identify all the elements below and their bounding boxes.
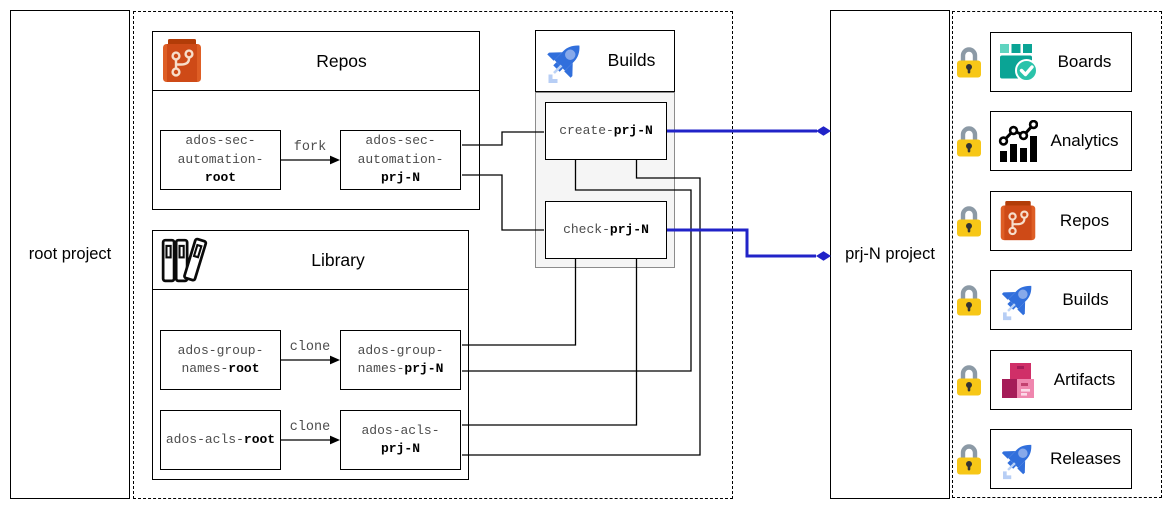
repos-section-header: Repos: [153, 32, 479, 91]
node-text: names-: [181, 361, 229, 376]
node-text-line1: create-prj-N: [559, 122, 653, 141]
library-title: Library: [311, 249, 365, 270]
node-text-bold: root: [204, 170, 237, 186]
root-project-box: root project: [10, 10, 130, 499]
clone-edge-label: clone: [289, 340, 331, 355]
lock-icon: [955, 443, 983, 481]
service-row-artifacts: Artifacts: [990, 350, 1132, 410]
node-text: ados-group-: [177, 342, 264, 358]
service-label: Analytics: [1050, 131, 1119, 150]
fork-edge-label: fork: [293, 140, 327, 155]
node-ados-acls-root: ados-acls-root: [160, 410, 281, 470]
node-create-prj-n: create-prj-N: [545, 102, 667, 160]
node-text-bold: prj-N: [609, 221, 649, 237]
node-text-line1: ados-acls-root: [166, 431, 275, 450]
artifacts-icon: [998, 360, 1038, 400]
services-dashed-container: [952, 11, 1162, 498]
analytics-icon: [998, 120, 1038, 162]
builds-rocket-icon: [543, 38, 589, 84]
node-text-bold: root: [243, 431, 276, 447]
builds-header-inner: Builds: [536, 31, 674, 90]
builds-section-header: Builds: [535, 30, 675, 92]
boards-icon: [998, 42, 1038, 82]
service-label: Builds: [1062, 290, 1109, 309]
node-check-prj-n: check-prj-N: [545, 201, 667, 259]
lock-icon: [955, 364, 983, 402]
node-ados-group-names-root: ados-group- names-root: [160, 330, 281, 390]
service-label: Repos: [1059, 211, 1110, 230]
node-text: ados-group-: [357, 342, 444, 358]
node-ados-acls-prj-n: ados-acls- prj-N: [340, 410, 461, 470]
node-text: automation-: [177, 151, 264, 167]
node-text: automation-: [357, 151, 444, 167]
node-text-line2: names-prj-N: [358, 360, 444, 379]
service-label: Releases: [1050, 449, 1121, 468]
node-text: ados-acls-: [165, 431, 244, 447]
rocket-icon: [998, 438, 1040, 480]
service-row-boards: Boards: [990, 32, 1132, 92]
node-text-line2: names-root: [181, 360, 259, 379]
git-repos-icon: [998, 200, 1038, 242]
node-ados-sec-automation-root: ados-sec- automation- root: [160, 130, 281, 190]
clone-edge-label: clone: [289, 420, 331, 435]
service-row-releases: Releases: [990, 429, 1132, 489]
node-text-line1: check-prj-N: [563, 221, 649, 240]
git-repos-icon: [160, 38, 204, 84]
library-section-header: Library: [153, 231, 468, 290]
service-row-analytics: Analytics: [990, 111, 1132, 171]
node-text-bold: prj-N: [613, 122, 653, 138]
root-project-label: root project: [28, 245, 112, 263]
prj-n-project-box: prj-N project: [830, 10, 950, 499]
node-text-bold: prj-N: [380, 441, 420, 456]
node-text: check-: [563, 221, 610, 237]
node-ados-sec-automation-prj-n: ados-sec- automation- prj-N: [340, 130, 461, 190]
node-ados-group-names-prj-n: ados-group- names-prj-N: [340, 330, 461, 390]
lock-icon: [955, 205, 983, 243]
node-text: ados-sec-: [185, 133, 256, 149]
lock-icon: [955, 284, 983, 322]
service-label: Boards: [1057, 52, 1112, 71]
prj-n-project-label: prj-N project: [845, 245, 935, 263]
node-text-bold: prj-N: [380, 170, 420, 186]
lock-icon: [955, 125, 983, 163]
node-text: create-: [559, 122, 614, 138]
lock-icon: [955, 46, 983, 84]
repos-title: Repos: [316, 50, 367, 71]
library-books-icon: [160, 236, 208, 284]
edge-check-diamond-arrowhead: [816, 251, 831, 261]
edge-create-diamond-arrowhead: [816, 126, 831, 136]
rocket-icon: [998, 279, 1040, 321]
node-text: ados-sec-: [365, 133, 436, 149]
node-text: names-: [357, 361, 405, 376]
service-label: Artifacts: [1053, 370, 1116, 389]
node-text-bold: prj-N: [404, 361, 444, 376]
builds-title: Builds: [607, 50, 656, 70]
node-text: ados-acls-: [361, 422, 440, 438]
service-row-repos: Repos: [990, 191, 1132, 251]
node-text-bold: root: [228, 361, 260, 376]
service-row-builds: Builds: [990, 270, 1132, 330]
